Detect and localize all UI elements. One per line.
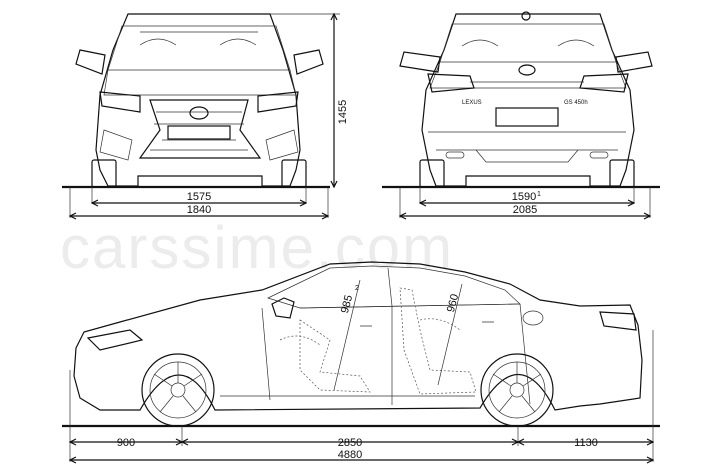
watermark: carssime.com [60,214,454,281]
rear-track-label: 1590 [512,191,536,203]
wheelbase-label: 2850 [338,437,362,449]
side-view: 985 2 960 900 2850 1130 4880 [62,261,660,464]
front-track-label: 1575 [187,191,211,203]
rear-overhang-label: 1130 [574,437,598,449]
rear-badge-left: LEXUS [462,100,482,106]
front-view: 1455 1575 1840 [62,12,349,220]
length-label: 4880 [338,449,362,461]
front-headroom-footnote: 2 [355,285,359,292]
front-width-label: 1840 [187,204,211,216]
rear-track-footnote: 1 [537,191,541,198]
rear-width-label: 2085 [513,204,537,216]
rear-headroom-label: 960 [445,293,461,314]
front-height-label: 1455 [337,100,349,124]
front-overhang-label: 900 [117,437,135,449]
rear-view: LEXUS GS 450h 1590 1 2085 [382,11,660,220]
front-headroom-label: 985 [339,294,355,315]
rear-badge-right: GS 450h [564,100,588,106]
